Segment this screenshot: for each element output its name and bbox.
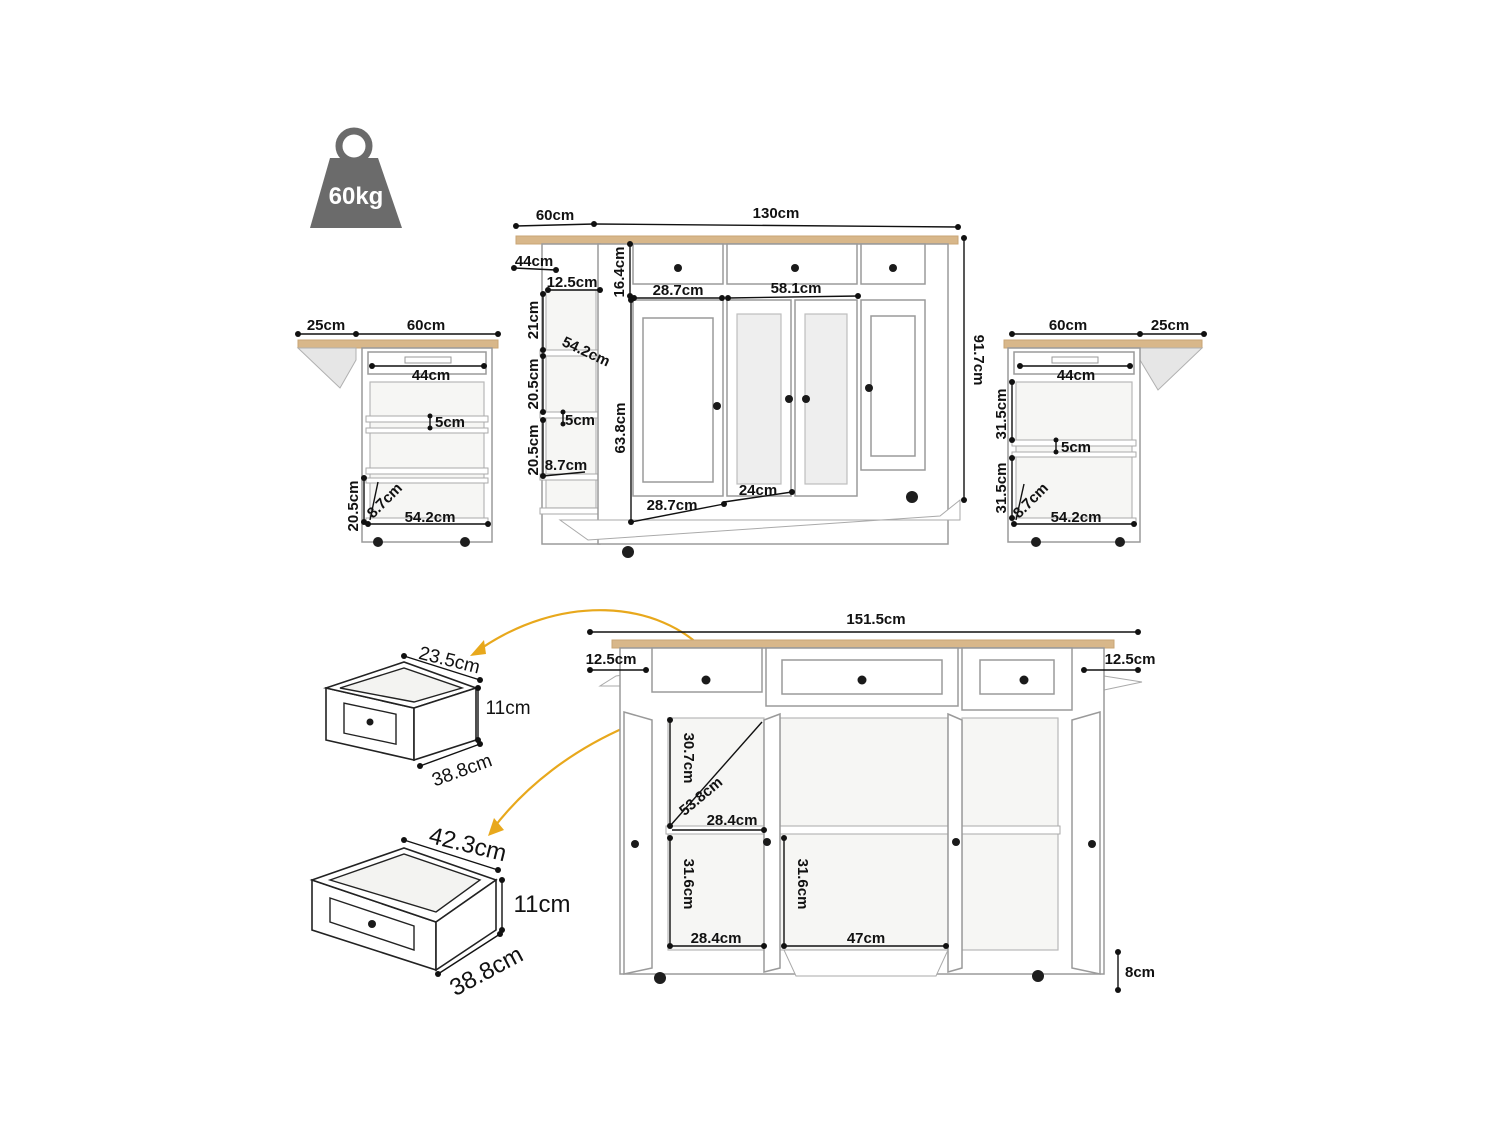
left-side-view: 25cm 60cm 44cm 5cm 20.5cm 8.7cm 54.2cm [295, 317, 501, 547]
front-side-rack-depth: 12.5cm [547, 274, 598, 291]
front-drawer-height: 16.4cm [611, 247, 628, 298]
front-left-drawer-width: 28.7cm [653, 282, 704, 299]
open-left-lower-height: 31.6cm [680, 859, 697, 910]
front-middle-drawer-width: 58.1cm [771, 280, 822, 297]
front-bottom-left-width: 28.7cm [647, 497, 698, 514]
front-cabinet-height: 63.8cm [612, 403, 629, 454]
right-shelf-h2: 31.5cm [993, 463, 1010, 514]
front-rack-h3: 20.5cm [525, 425, 542, 476]
right-top-extension: 25cm [1151, 317, 1189, 334]
front-view: 60cm 130cm 44cm 12.5cm 16.4cm 28.7cm 58.… [511, 205, 987, 558]
open-total-width: 151.5cm [846, 611, 905, 628]
right-depth: 60cm [1049, 317, 1087, 334]
open-left-shelf-width: 28.4cm [707, 812, 758, 829]
large-drawer-diagram: 42.3cm 11cm 38.8cm [309, 822, 571, 1002]
weight-icon: 60kg [310, 127, 402, 228]
open-foot-height: 8cm [1125, 964, 1155, 981]
open-mid-bottom-width: 47cm [847, 930, 885, 947]
open-left-bottom-width: 28.4cm [691, 930, 742, 947]
small-drawer-height: 11cm [485, 698, 530, 719]
front-rack-depth: 8.7cm [545, 457, 588, 474]
right-shelf-width: 54.2cm [1051, 509, 1102, 526]
front-rack-rail: 5cm [565, 412, 595, 429]
front-bottom-middle-width: 24cm [739, 482, 777, 499]
left-rail-height: 5cm [435, 414, 465, 431]
right-side-view: 60cm 25cm 44cm 31.5cm 5cm 31.5cm 8.7cm 5… [993, 317, 1207, 547]
open-right-overhang: 12.5cm [1105, 651, 1156, 668]
arrow-small-drawer [475, 609, 709, 655]
left-shelf-width: 54.2cm [405, 509, 456, 526]
right-drawer-width: 44cm [1057, 367, 1095, 384]
right-shelf-h1: 31.5cm [993, 389, 1010, 440]
left-top-extension: 25cm [307, 317, 345, 334]
left-depth: 60cm [407, 317, 445, 334]
open-left-overhang: 12.5cm [586, 651, 637, 668]
front-width: 130cm [753, 205, 800, 222]
small-drawer-depth: 38.8cm [429, 750, 495, 791]
front-rack-h1: 21cm [525, 301, 542, 339]
weight-label: 60kg [329, 183, 384, 210]
open-left-upper-height: 30.7cm [680, 733, 697, 784]
right-rail-height: 5cm [1061, 439, 1091, 456]
front-rack-h2: 20.5cm [525, 359, 542, 410]
front-side-drawer: 44cm [515, 253, 553, 270]
large-drawer-height: 11cm [514, 891, 571, 918]
small-drawer-diagram: 23.5cm 11cm 38.8cm [323, 643, 531, 791]
front-depth: 60cm [536, 207, 574, 224]
left-shelf-height: 20.5cm [345, 481, 362, 532]
front-total-height: 91.7cm [970, 335, 987, 386]
left-drawer-width: 44cm [412, 367, 450, 384]
open-view: 151.5cm 12.5cm 12.5cm 30.7cm 53.8cm 28.4… [586, 611, 1156, 993]
open-mid-lower-height: 31.6cm [794, 859, 811, 910]
